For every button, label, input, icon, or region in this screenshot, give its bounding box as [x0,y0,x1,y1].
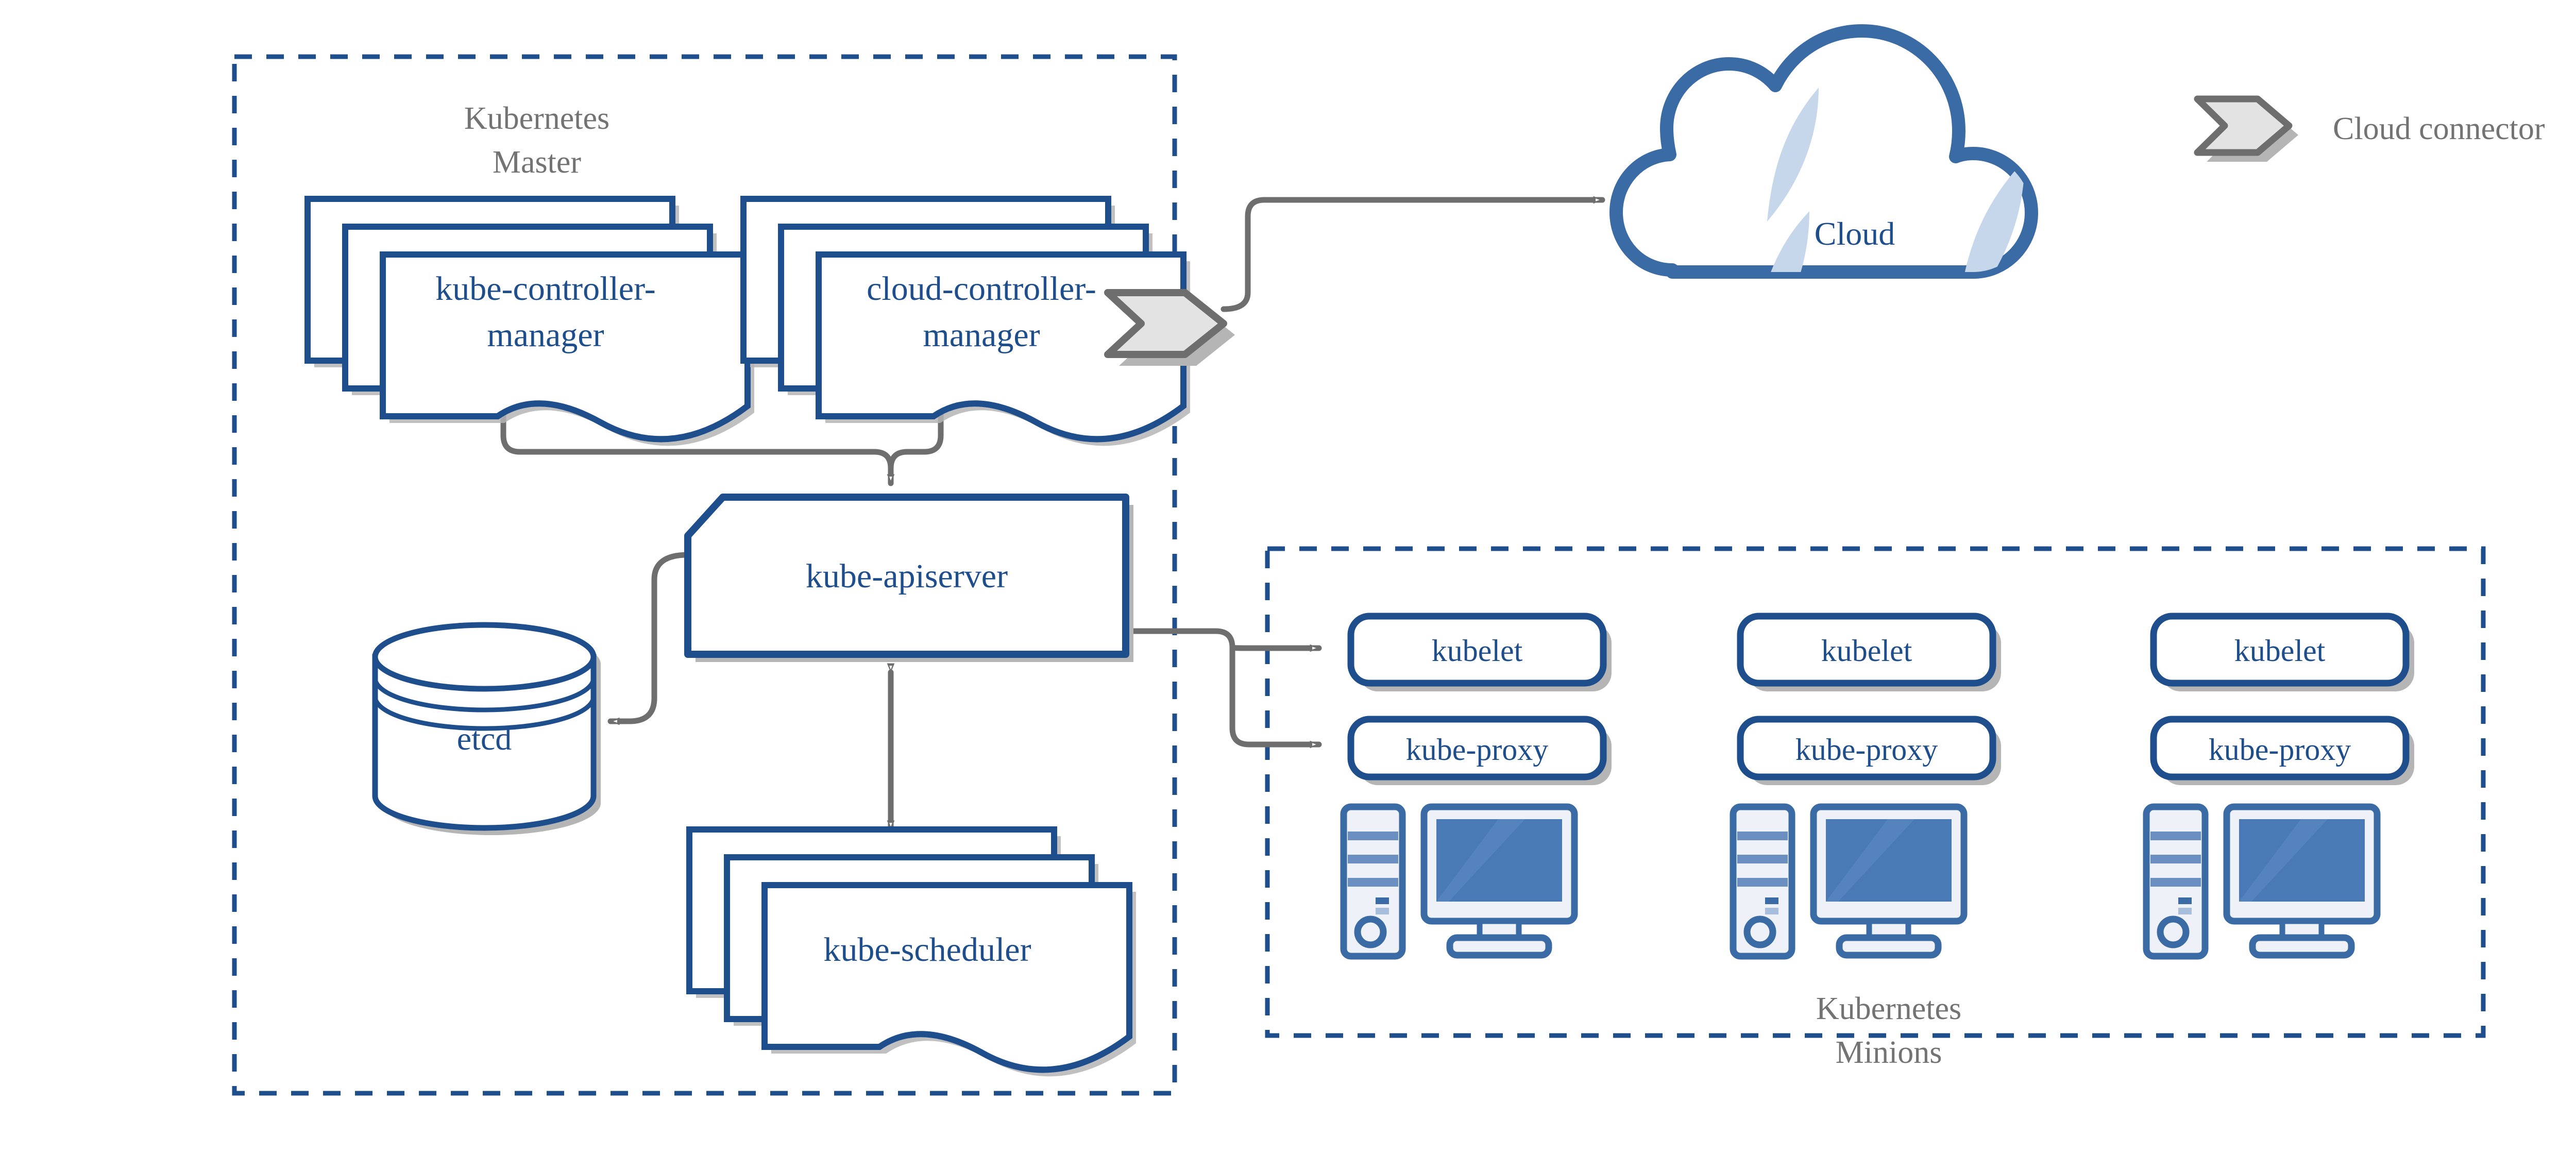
etcd-label: etcd [457,720,512,757]
cloud-controller-manager-label-1: cloud-controller- [867,270,1096,308]
minions-group-label-1: Kubernetes [1816,991,1961,1026]
kube-scheduler-label: kube-scheduler [823,931,1031,969]
cloud-controller-manager-node[interactable]: cloud-controller- manager [740,196,1190,446]
cloud-label: Cloud [1815,215,1895,252]
master-group-label-1: Kubernetes [464,101,609,136]
connector-ccm-to-apiserver [888,387,945,471]
kube-controller-manager-label-1: kube-controller- [435,270,656,308]
kube-controller-manager-label-2: manager [487,316,604,354]
minions-group-label-2: Minions [1836,1035,1942,1070]
kube-apiserver-node[interactable]: kube-apiserver [684,494,1133,662]
minion-1-kubelet-label: kubelet [1432,634,1523,668]
legend-cloud-connector-icon [2194,95,2298,162]
minion-3-computer-icon [2143,803,2381,960]
cloud-accent-shapes [1752,88,2031,272]
legend-label: Cloud connector [2333,111,2545,146]
kube-scheduler-node[interactable]: kube-scheduler [686,826,1136,1077]
minion-node-1[interactable]: kubelet kube-proxy [1340,613,1612,960]
kube-apiserver-label: kube-apiserver [806,557,1008,595]
minion-3-kubelet-label: kubelet [2234,634,2326,668]
minion-2-computer-icon [1730,803,1968,960]
kubernetes-master-group [232,54,1177,1096]
master-group-label-2: Master [493,145,582,180]
kubernetes-minions-group [1265,546,2486,1038]
kube-controller-manager-node[interactable]: kube-controller- manager [304,196,754,446]
connector-apiserver-to-kube-proxy [1116,627,1322,749]
minion-node-3[interactable]: kubelet kube-proxy [2143,613,2414,960]
cloud-connector-icon[interactable] [1104,289,1235,366]
minion-1-computer-icon [1340,803,1578,960]
connector-ccm-to-cloud [1221,196,1605,312]
minion-2-kube-proxy-label: kube-proxy [1795,733,1938,767]
connector-lines [499,196,1605,833]
minion-1-kube-proxy-label: kube-proxy [1406,733,1549,767]
minion-2-kubelet-label: kubelet [1821,634,1912,668]
minion-3-kube-proxy-label: kube-proxy [2209,733,2351,767]
legend: Cloud connector [2194,95,2545,162]
etcd-node[interactable]: etcd [372,622,601,835]
cloud-node[interactable]: Cloud [1609,24,2066,361]
cloud-controller-manager-label-2: manager [923,316,1040,354]
minion-node-2[interactable]: kubelet kube-proxy [1730,613,2001,960]
connector-apiserver-to-etcd [607,551,697,725]
